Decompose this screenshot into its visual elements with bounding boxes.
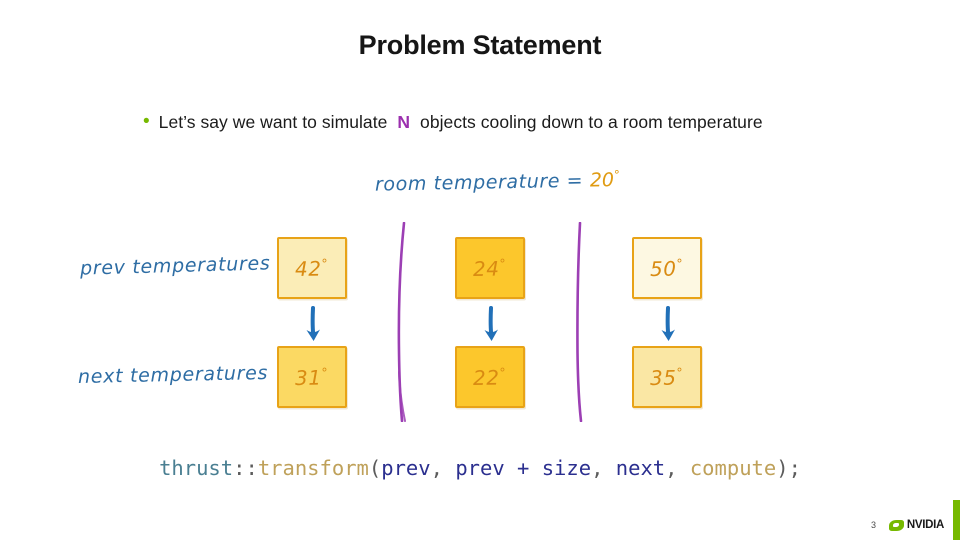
column-separator — [576, 222, 583, 422]
code-snippet: thrust::transform(prev, prev + size, nex… — [0, 456, 960, 480]
temperature-box: 31° — [277, 346, 347, 408]
degree-symbol-icon: ° — [499, 364, 507, 380]
degree-symbol-icon: ° — [613, 167, 620, 182]
row-label-prev: prev temperatures — [79, 252, 271, 280]
bullet-text-after: objects cooling down to a room temperatu… — [420, 112, 763, 132]
nvidia-logo: NVIDIA — [888, 519, 944, 531]
code-token-punct: :: — [233, 456, 258, 480]
bullet-dot-icon: • — [143, 111, 150, 132]
room-temperature-label: room temperature = — [374, 169, 584, 196]
temperature-box: 24° — [455, 237, 525, 299]
code-token-var: prev — [455, 456, 505, 480]
room-temperature-annotation: room temperature = 20° — [375, 168, 620, 196]
degree-symbol-icon: ° — [321, 364, 329, 380]
temperature-box: 35° — [632, 346, 702, 408]
nvidia-eye-icon — [888, 519, 904, 531]
code-token-var: next — [615, 456, 666, 480]
down-arrow-icon — [484, 306, 498, 341]
code-token-fn: compute — [689, 456, 777, 480]
temperature-value: 35° — [650, 364, 684, 390]
page-number: 3 — [870, 520, 876, 530]
code-token-ns: thrust — [159, 456, 234, 480]
bullet-text-before: Let’s say we want to simulate — [158, 112, 388, 132]
code-token-punct: ( — [368, 456, 382, 480]
code-token-punct: ); — [776, 456, 801, 480]
code-token-var: size — [541, 456, 592, 480]
nvidia-wordmark: NVIDIA — [906, 519, 944, 531]
code-token-punct: , — [430, 456, 456, 480]
bullet-line: • Let’s say we want to simulate N object… — [143, 112, 763, 133]
down-arrow-icon — [306, 306, 320, 341]
row-label-next: next temperatures — [77, 362, 269, 388]
degree-symbol-icon: ° — [499, 255, 507, 271]
brand-accent-bar — [953, 500, 960, 540]
code-token-punct: , — [665, 456, 690, 480]
code-token-op: + — [504, 456, 542, 480]
bullet-highlight-n: N — [397, 112, 411, 132]
code-token-var: prev — [381, 456, 431, 480]
temperature-box: 42° — [277, 237, 347, 299]
temperature-value: 22° — [473, 364, 507, 390]
code-token-fn: transform — [257, 456, 369, 480]
down-arrow-icon — [661, 306, 675, 341]
column-separator — [397, 222, 406, 422]
degree-symbol-icon: ° — [676, 364, 684, 380]
temperature-value: 50° — [650, 255, 684, 281]
page-title: Problem Statement — [358, 30, 602, 60]
room-temperature-value: 20 — [589, 169, 615, 192]
temperature-value: 31° — [295, 364, 329, 390]
degree-symbol-icon: ° — [321, 255, 329, 271]
temperature-box: 50° — [632, 237, 702, 299]
code-token-punct: , — [591, 456, 616, 480]
temperature-value: 24° — [473, 255, 507, 281]
degree-symbol-icon: ° — [676, 255, 684, 271]
temperature-box: 22° — [455, 346, 525, 408]
temperature-value: 42° — [295, 255, 329, 281]
